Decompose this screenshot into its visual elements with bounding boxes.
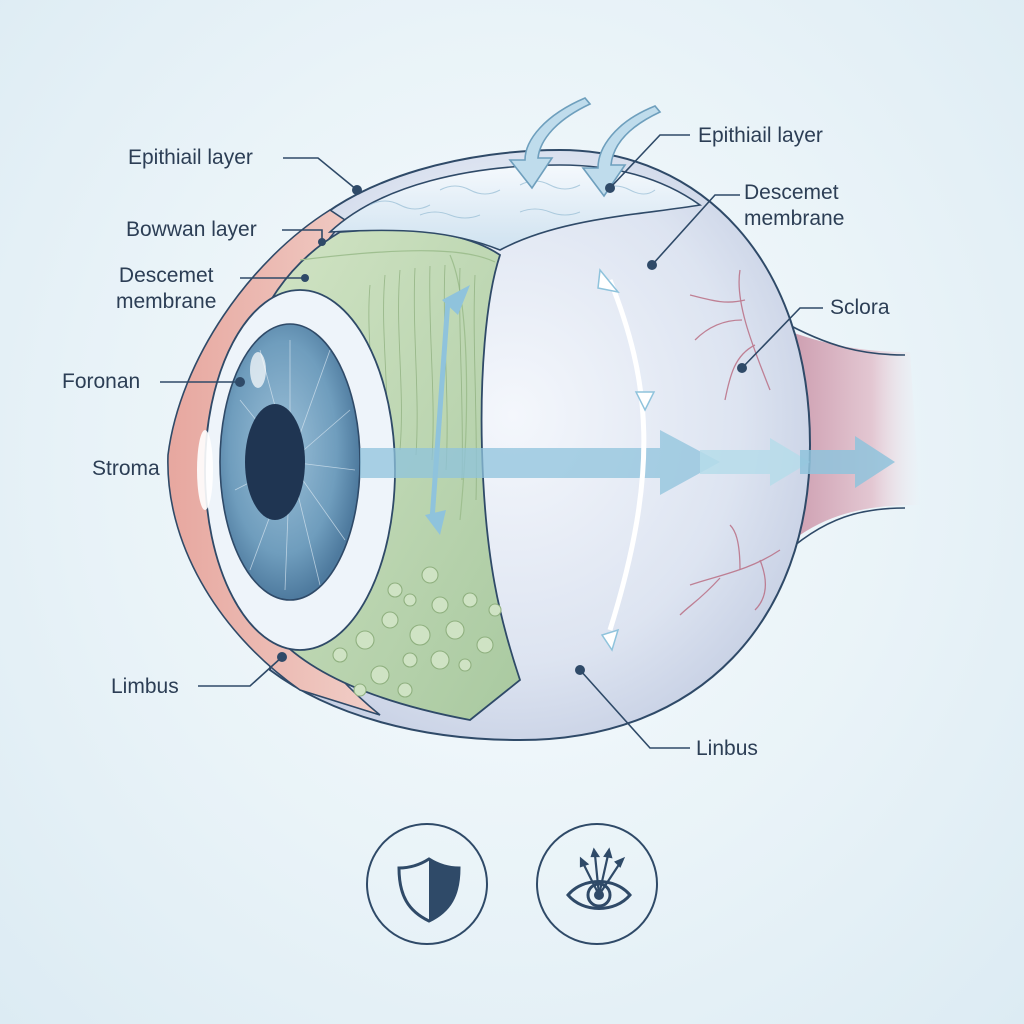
label-bowman-layer: Bowwan layer — [126, 218, 257, 241]
shield-badge — [366, 823, 488, 945]
cornea-highlight — [197, 430, 213, 510]
label-epithelial-layer-left: Epithiail layer — [128, 146, 253, 169]
light-beam-arrow-2 — [700, 438, 810, 486]
label-descemet-membrane-right: Descemet membrane — [744, 181, 845, 230]
leader-lines — [160, 134, 823, 749]
label-stroma: Stroma — [92, 457, 160, 480]
label-epithelial-layer-right: Epithiail layer — [698, 124, 823, 147]
label-limbus-left: Limbus — [111, 675, 179, 698]
label-sclera: Sclora — [830, 296, 890, 319]
globe-curved-arrow — [597, 268, 656, 652]
iris-highlight — [250, 352, 266, 388]
eye-light-rays-icon — [566, 847, 632, 910]
stroma-cells — [332, 566, 502, 698]
stroma-inner-boundary — [299, 250, 496, 521]
light-beam-arrow-3 — [800, 436, 895, 488]
shield-icon — [397, 857, 461, 923]
light-beam-arrow — [360, 430, 720, 495]
incoming-arrows — [508, 97, 662, 198]
label-descemet-membrane-left: Descemet membrane — [116, 264, 217, 313]
blood-vessels — [679, 269, 781, 616]
label-limbus-right: Linbus — [696, 737, 758, 760]
eye-light-badge — [536, 823, 658, 945]
label-foronan: Foronan — [62, 370, 141, 393]
leader-dots — [235, 183, 747, 675]
pupil — [245, 404, 305, 520]
stroma-double-arrow — [425, 285, 470, 535]
